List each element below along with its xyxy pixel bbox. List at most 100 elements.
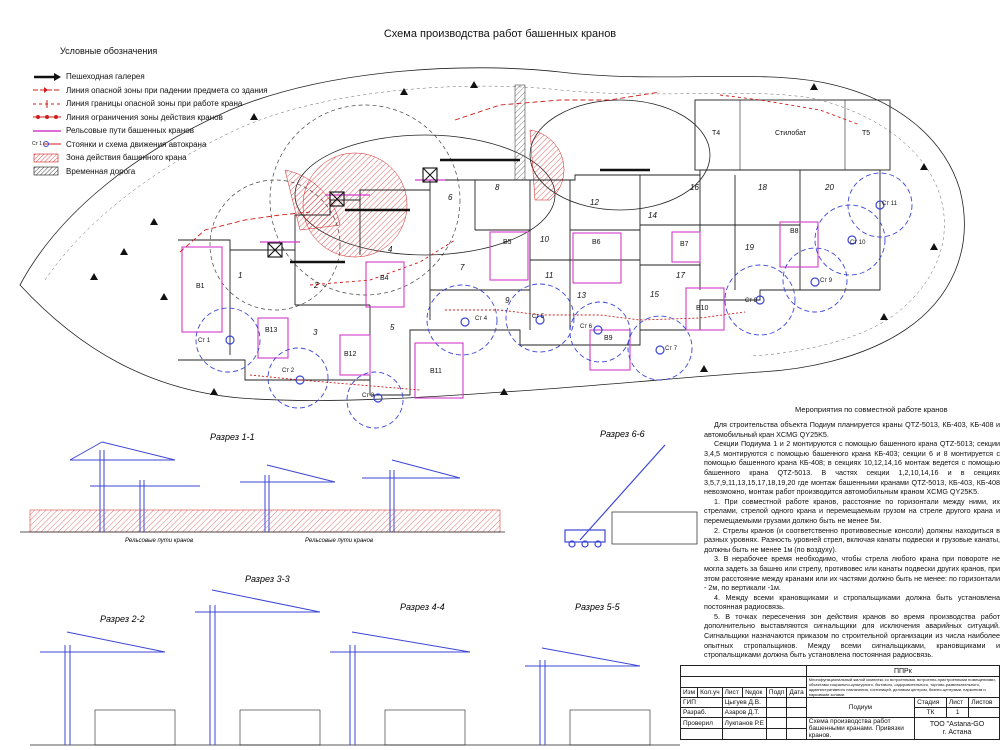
section-number: 17 (676, 271, 685, 280)
temp-road-icon (33, 166, 59, 176)
autocrane-stop-icon: Ст 1 (32, 141, 61, 148)
section-buildings (94, 709, 651, 746)
col-header: Изм (679, 686, 699, 698)
sheets-value (968, 707, 1000, 718)
measures-paragraph: Секции Подиума 1 и 2 монтируются с помощ… (704, 439, 1000, 497)
section-number: 13 (577, 291, 586, 300)
legend-item-crane-zone-line: Линия границы опасной зоны при работе кр… (32, 97, 312, 111)
stop-tag: Ст 1 (32, 141, 42, 147)
autocrane-elevation (564, 444, 666, 548)
block-label: B7 (680, 241, 689, 248)
legend-item-limit-line: Линия ограничения зоны действия кранов (32, 111, 312, 125)
section-title-2-2: Разрез 2-2 (100, 614, 145, 624)
role-name: Азаров Д.Т. (721, 707, 767, 718)
limit-lines (179, 91, 861, 391)
block-label: B9 (604, 335, 613, 342)
role-label: Проверил (680, 717, 723, 729)
tower-crane-elevation (69, 441, 176, 532)
block-B6 (572, 232, 622, 284)
section-number: 8 (495, 183, 500, 192)
stop-label: Ст 5 (532, 314, 545, 320)
section-number: 15 (650, 290, 659, 299)
block-B8 (779, 221, 819, 268)
measures-paragraph: 3. В нерабочее время необходимо, чтобы с… (704, 554, 1000, 593)
sheet-header: Лист (945, 697, 970, 708)
measures-paragraph: 2. Стрелы кранов (и соответственно проти… (704, 525, 1000, 554)
section-number: 16 (690, 183, 699, 192)
section-title-6-6: Разрез 6-6 (600, 429, 645, 439)
section-building (611, 511, 698, 545)
crane-elevations-bottom (40, 589, 641, 745)
section-number: 4 (388, 245, 393, 254)
limit-line-icon (33, 115, 61, 120)
rail-caption: Рельсовые пути кранов (305, 538, 373, 544)
tower-crane-elevation (40, 631, 166, 745)
legend-label: Зона действия башенного крана (66, 153, 187, 163)
col-header: Кол.уч (697, 686, 723, 698)
block-label: B1 (196, 283, 205, 290)
hazard-line-fall-icon (33, 87, 61, 94)
tower-crane-elevation (330, 631, 471, 745)
drawing-title: Схема производства работ башенных кранов (383, 28, 617, 40)
autocrane-marks (225, 200, 885, 403)
stylobate (694, 99, 891, 171)
tower-crane-elevation (90, 480, 200, 532)
section-number: 2 (313, 281, 319, 290)
role-name: Цыгуев Д.В. (721, 697, 767, 708)
block-label: B5 (503, 239, 512, 246)
section-views: Разрез 1-1 Рельсовые пути кранов Рельсов… (20, 429, 698, 746)
legend-label: Рельсовые пути башенных кранов (66, 126, 194, 136)
tower-crane-icon (267, 242, 283, 258)
legend-item-autocrane: Ст 1 Стоянки и схема движения автокрана (32, 138, 312, 152)
block-label: B11 (430, 368, 442, 375)
legend-item-gallery: Пешеходная галерея (32, 70, 312, 84)
block-label: B4 (380, 275, 389, 282)
measures-text: Для строительства объекта Подиум планиру… (704, 420, 1000, 660)
crane-zone-icon (33, 153, 59, 163)
legend-label: Стоянки и схема движения автокрана (66, 139, 207, 149)
legend-label: Линия границы опасной зоны при работе кр… (66, 99, 243, 109)
block-B13 (257, 317, 289, 359)
measures-paragraph: 5. В точках пересечения зон действия кра… (704, 611, 1000, 660)
block-B5 (489, 231, 529, 281)
measures-paragraph: 1. При совместной работе кранов, расстоя… (704, 496, 1000, 525)
section-number: 19 (745, 243, 754, 252)
section-number: 14 (648, 211, 657, 220)
tower-cranes (267, 167, 438, 258)
org-name: ТОО "Astana-GO (929, 720, 985, 728)
stop-label: Ст 3 (362, 393, 375, 399)
tree-marks (90, 81, 938, 395)
section-number: 12 (590, 198, 599, 207)
measures-paragraph: 4. Между всеми крановщиками и стропальщи… (704, 592, 1000, 612)
block-B11 (414, 342, 464, 399)
role-name: Лукпанов Р.Е (721, 717, 767, 729)
block-label: B12 (344, 351, 357, 358)
legend-item-crane-zone: Зона действия башенного крана (32, 151, 312, 165)
section-number: 10 (540, 235, 549, 244)
site-boundary (19, 67, 965, 401)
blocks (181, 221, 819, 399)
sheet-title: Схема производства работ башенными крана… (805, 717, 916, 740)
hazard-line-crane-icon (33, 99, 61, 108)
stop-label: Ст 8 (745, 298, 758, 304)
role-label: Разраб. (680, 707, 723, 718)
gallery-arrow-icon (34, 72, 61, 81)
section-title-4-4: Разрез 4-4 (400, 602, 445, 612)
stop-label: Ст 1 (198, 338, 211, 344)
stop-labels: Ст 1 Ст 2 Ст 3 Ст 4 Ст 5 Ст 6 Ст 7 Ст 8 … (198, 201, 898, 399)
block-B9 (589, 329, 631, 371)
col-header: Подп (765, 686, 788, 698)
measures-paragraph: Для строительства объекта Подиум планиру… (704, 420, 1000, 439)
crane-zone-circle (269, 104, 461, 296)
section-title-3-3: Разрез 3-3 (245, 574, 290, 584)
legend-label: Пешеходная галерея (66, 72, 145, 82)
autocrane-stops (195, 172, 913, 429)
inner-boundary (44, 85, 945, 357)
stop-label: Ст 10 (850, 240, 866, 246)
gallery-loop (529, 99, 711, 211)
pedestrian-galleries (290, 158, 650, 264)
stop-label: Ст 6 (580, 324, 593, 330)
legend: Пешеходная галерея Линия опасной зоны пр… (32, 70, 312, 178)
legend-item-fall-zone: Линия опасной зоны при падении предмета … (32, 84, 312, 98)
